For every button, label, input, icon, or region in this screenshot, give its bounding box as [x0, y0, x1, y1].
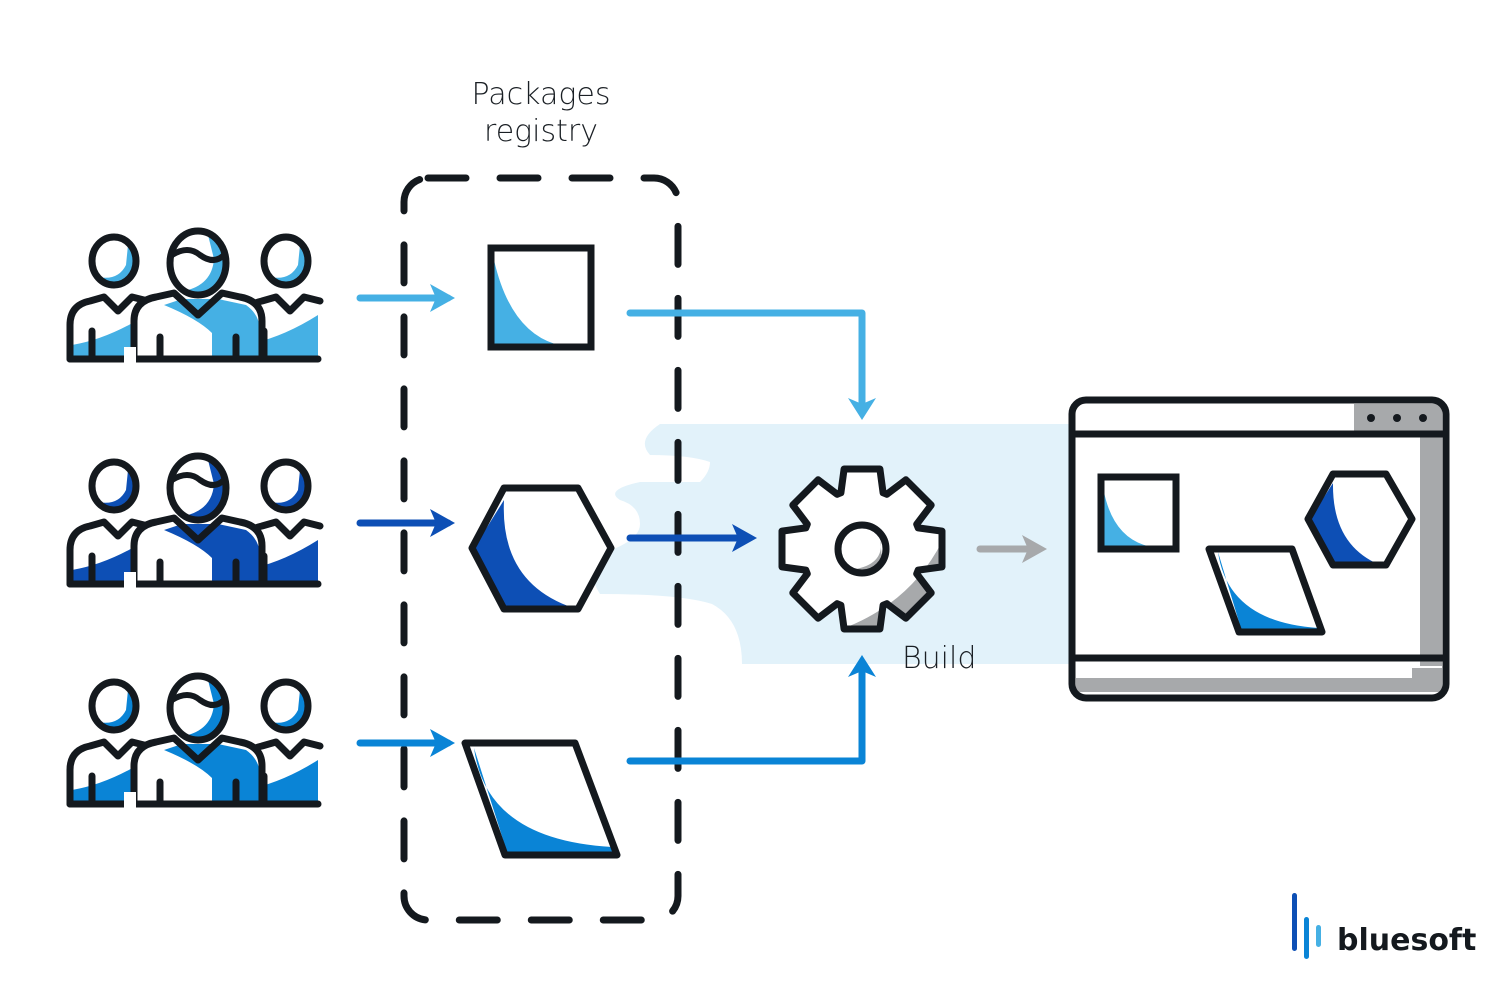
person-icon [130, 452, 266, 588]
window-dot-icon [1367, 414, 1375, 422]
connector-hexagon-to-build [626, 524, 757, 552]
logo-mark-icon [1292, 893, 1297, 951]
team-icon-top [66, 227, 340, 363]
package-parallelogram [461, 739, 621, 859]
window-dot-icon [1419, 414, 1427, 422]
logo-text: bluesoft [1337, 923, 1476, 958]
app-hexagon-icon [1304, 470, 1416, 569]
build-label: Build [902, 641, 976, 676]
window-dot-icon [1393, 414, 1401, 422]
bluesoft-logo: bluesoft [1292, 893, 1476, 959]
package-hexagon [468, 484, 615, 613]
registry-dashed-box [400, 174, 682, 924]
connector-square-to-build [626, 309, 876, 420]
app-square-icon [1097, 473, 1180, 553]
registry-title-line2: registry [484, 114, 598, 149]
arrow-team-top-to-square [356, 284, 455, 312]
person-icon [130, 227, 266, 363]
registry-title-line1: Packages [472, 77, 611, 112]
arrow-team-middle-to-hexagon [356, 509, 455, 537]
app-parallelogram-icon [1205, 545, 1326, 636]
package-square [487, 244, 595, 351]
team-icon-middle [66, 452, 340, 588]
team-icon-bottom [66, 672, 340, 808]
connector-parallelogram-to-build [626, 655, 876, 765]
arrow-team-bottom-to-parallelogram [356, 729, 455, 757]
gear-hole [834, 521, 890, 577]
application-window [1068, 396, 1450, 702]
person-icon [130, 672, 266, 808]
arrow-build-to-app [976, 535, 1047, 563]
